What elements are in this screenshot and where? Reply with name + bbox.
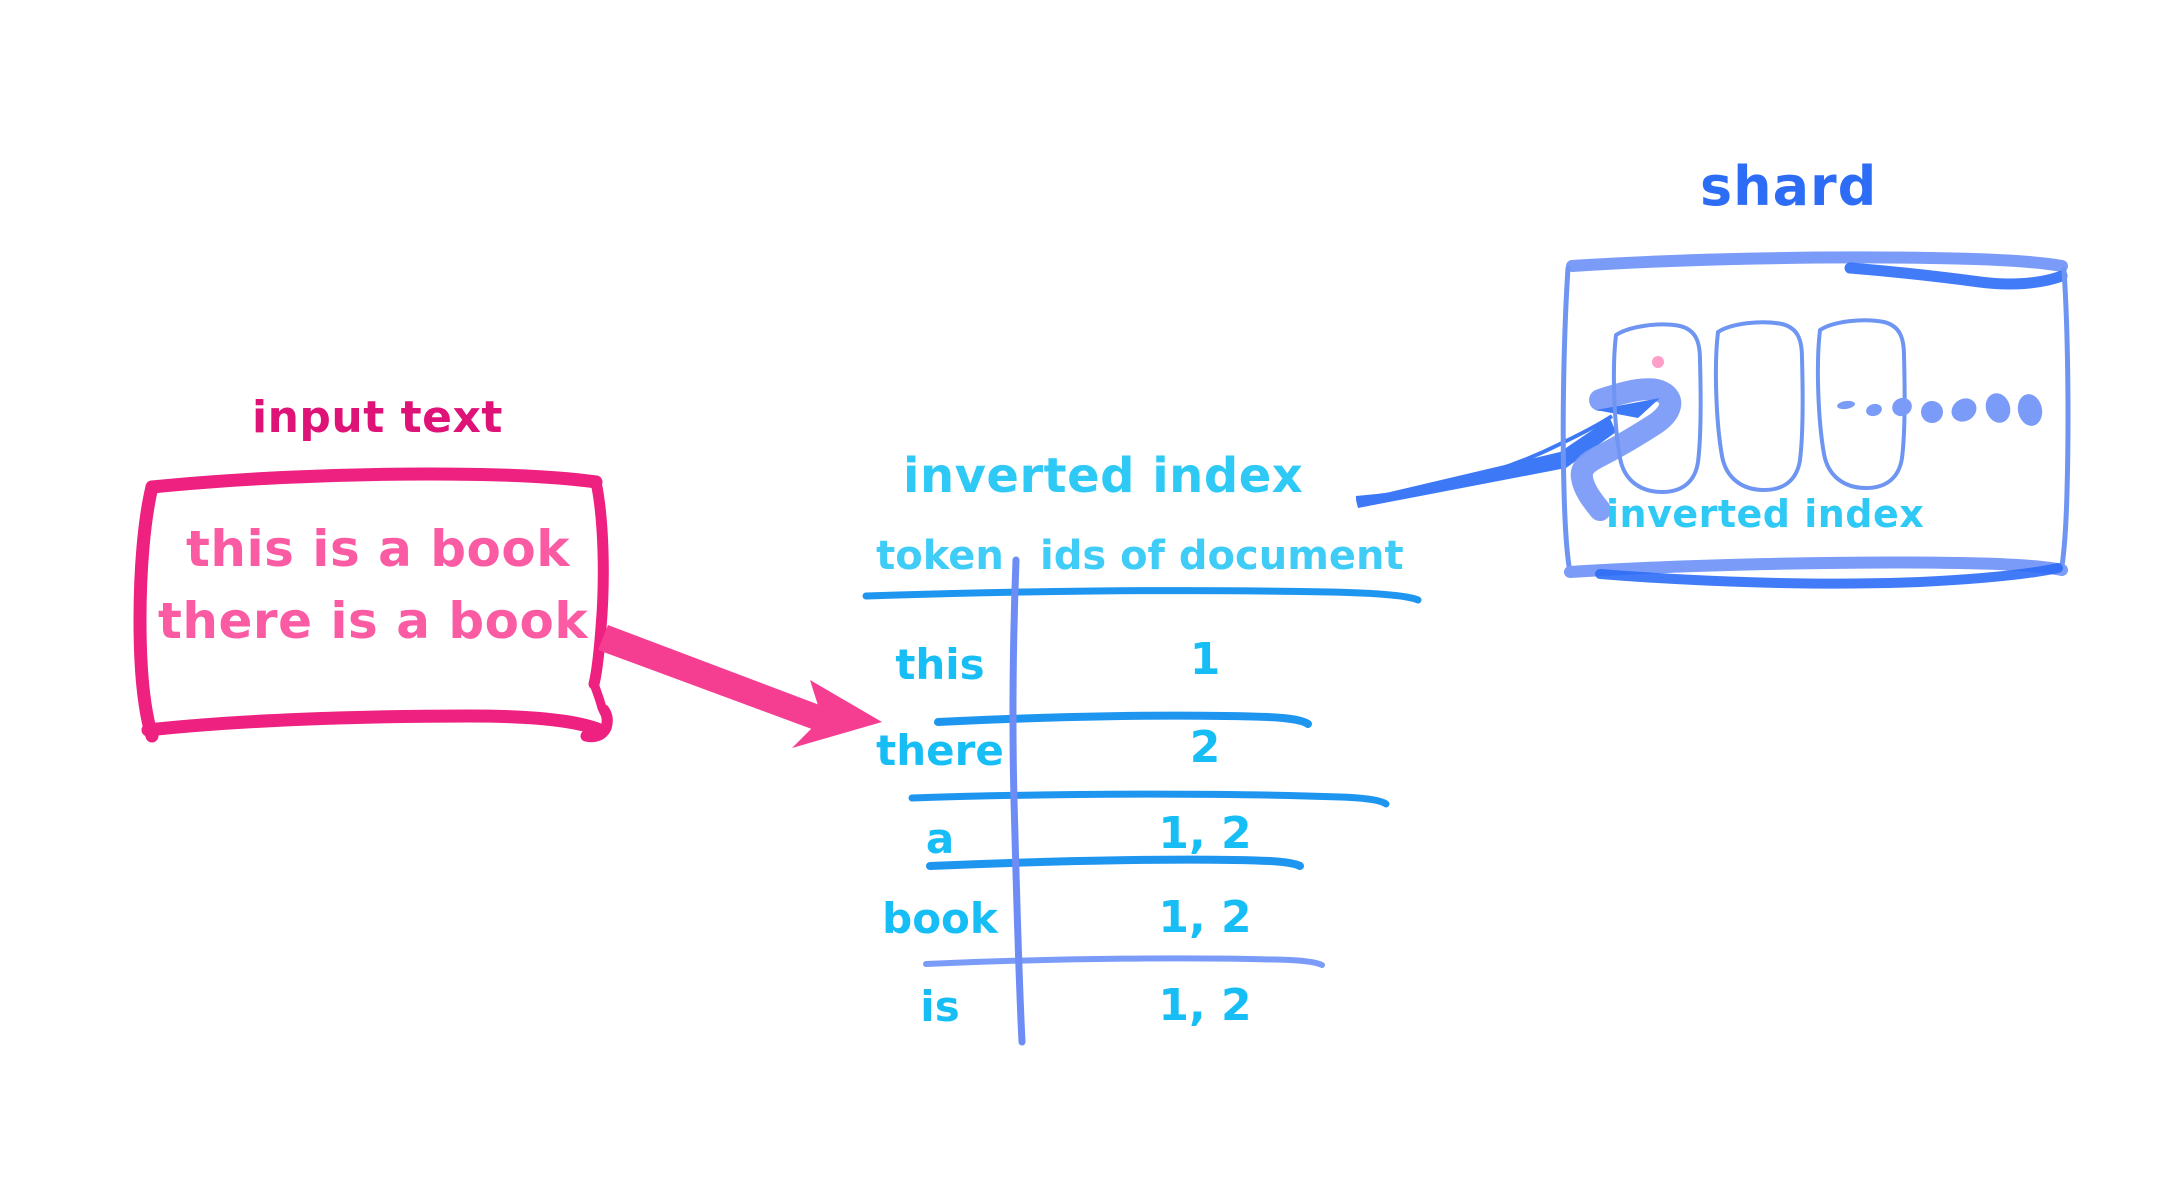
shard-segment-3 bbox=[1815, 318, 1907, 490]
input-text-line-2: there is a book bbox=[158, 592, 589, 650]
shard-segments bbox=[1611, 318, 1907, 494]
input-text-line-1: this is a book bbox=[186, 520, 571, 578]
table-row-ids-2: 1, 2 bbox=[1158, 808, 1252, 859]
table-row-token-3: book bbox=[882, 894, 998, 943]
table-row-ids-0: 1 bbox=[1189, 634, 1221, 685]
shard-segment-2 bbox=[1713, 320, 1805, 492]
table-row-token-0: this bbox=[895, 640, 985, 689]
table-row-token-4: is bbox=[920, 982, 960, 1031]
table-row-ids-3: 1, 2 bbox=[1158, 892, 1252, 943]
pink-dot-marker bbox=[1652, 356, 1664, 368]
table-header-ids: ids of document bbox=[1040, 533, 1404, 579]
table-rules bbox=[862, 556, 1422, 1046]
shard-inverted-index-label: inverted index bbox=[1606, 492, 1925, 536]
inverted-index-title: inverted index bbox=[903, 448, 1304, 504]
table-header-token: token bbox=[876, 533, 1004, 579]
input-text-label: input text bbox=[252, 392, 503, 443]
ellipsis-dots bbox=[1837, 393, 2043, 426]
pink-arrow-input-to-index bbox=[598, 625, 882, 748]
shard-title: shard bbox=[1700, 155, 1878, 218]
table-row-token-2: a bbox=[925, 814, 955, 863]
table-row-ids-4: 1, 2 bbox=[1158, 980, 1252, 1031]
table-row-ids-1: 2 bbox=[1189, 722, 1221, 773]
shard-segment-1 bbox=[1611, 322, 1703, 494]
table-row-token-1: there bbox=[876, 726, 1004, 775]
